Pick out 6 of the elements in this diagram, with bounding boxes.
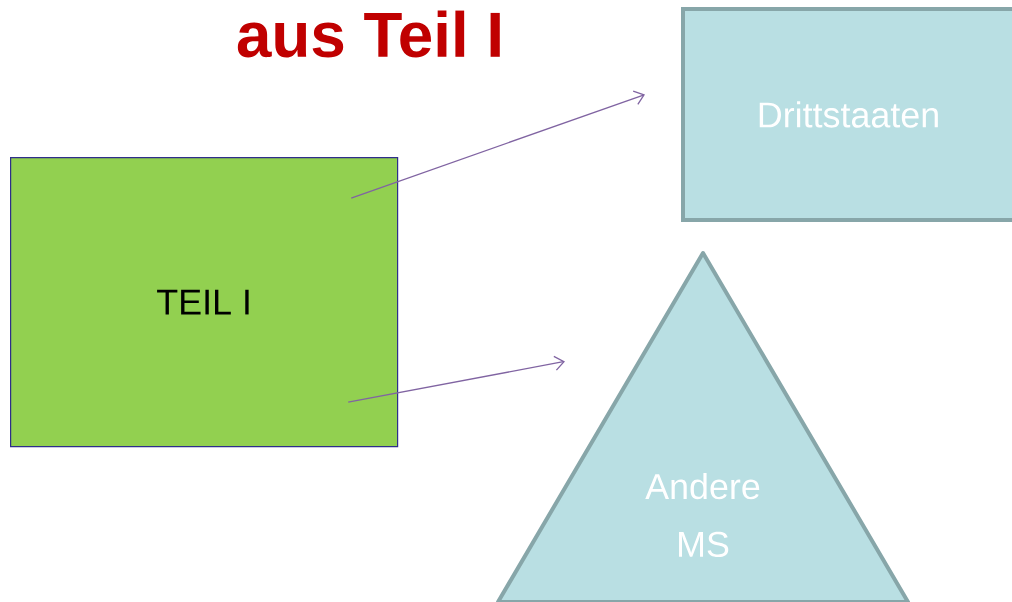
process-box: TEIL I	[10, 157, 399, 448]
arrow	[347, 355, 565, 403]
title: aus Teil I	[237, 10, 500, 58]
arrow	[350, 90, 645, 199]
triangle: Andere MS	[496, 251, 910, 602]
process-box: Drittstaaten	[681, 7, 1012, 222]
